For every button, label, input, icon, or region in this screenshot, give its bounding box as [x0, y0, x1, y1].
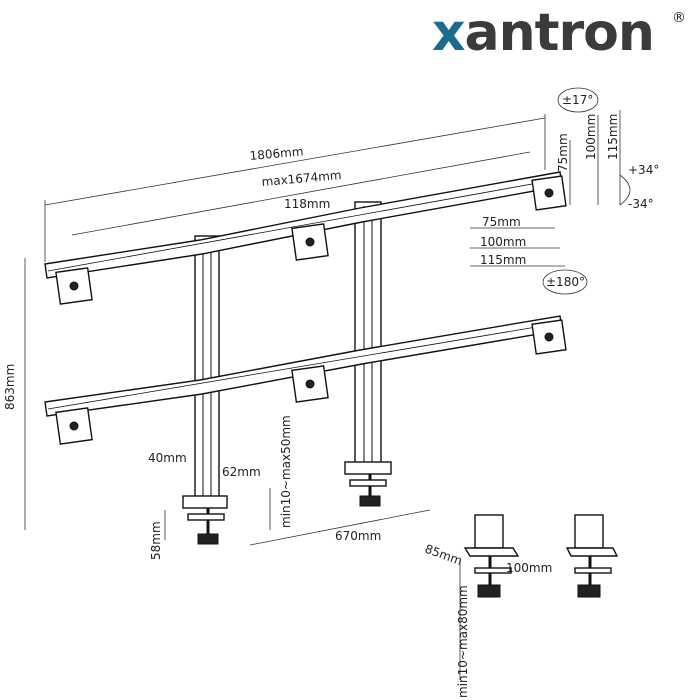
label-max-width: max1674mm	[261, 168, 342, 189]
vesa-plate-bottom-left	[55, 407, 93, 445]
label-grommet-range: min10~max80mm	[456, 585, 470, 698]
label-tilt-plus-34: +34°	[628, 163, 659, 177]
grommet-mount-detail-2	[565, 514, 619, 598]
label-center-spacing: 118mm	[284, 197, 330, 211]
vesa-plates	[55, 175, 567, 445]
grommet-mount-detail-1	[463, 514, 520, 598]
vesa-plate-top-center	[291, 223, 329, 261]
right-desk-clamp	[344, 461, 392, 507]
label-vesa-h-115: 115mm	[480, 253, 526, 267]
left-desk-clamp	[182, 495, 228, 545]
left-pole	[194, 235, 220, 507]
label-vesa-v-115: 115mm	[606, 114, 620, 160]
vesa-plate-top-left	[55, 267, 93, 305]
label-vesa-h-75: 75mm	[482, 215, 521, 229]
registered-mark: ®	[672, 10, 686, 26]
dimension-lines	[24, 87, 631, 680]
label-desk-clamp-range: min10~max50mm	[279, 415, 293, 528]
logo-rest: antron	[465, 3, 654, 63]
label-vesa-h-100: 100mm	[480, 235, 526, 249]
label-clamp-58: 58mm	[149, 521, 163, 560]
label-pole-40: 40mm	[148, 451, 187, 465]
vesa-plate-bottom-center	[291, 365, 329, 403]
xantron-logo: xantron ®	[432, 3, 686, 63]
label-pole-spacing: 670mm	[335, 529, 381, 543]
label-base-100: 100mm	[506, 561, 552, 575]
vesa-plate-bottom-right	[531, 319, 567, 355]
label-vesa-v-75: 75mm	[556, 133, 570, 172]
right-pole	[354, 201, 382, 469]
logo-x: x	[432, 3, 465, 63]
label-vesa-v-100: 100mm	[584, 114, 598, 160]
label-height: 863mm	[3, 364, 17, 410]
label-rotate-180: ±180°	[546, 275, 585, 289]
label-tilt-minus-34: -34°	[628, 197, 654, 211]
label-overall-width: 1806mm	[249, 144, 304, 163]
label-tilt-17: ±17°	[562, 93, 593, 107]
label-base-85: 85mm	[423, 542, 464, 568]
label-pole-62: 62mm	[222, 465, 261, 479]
vesa-plate-top-right	[531, 175, 567, 211]
svg-text:xantron: xantron	[432, 3, 654, 63]
